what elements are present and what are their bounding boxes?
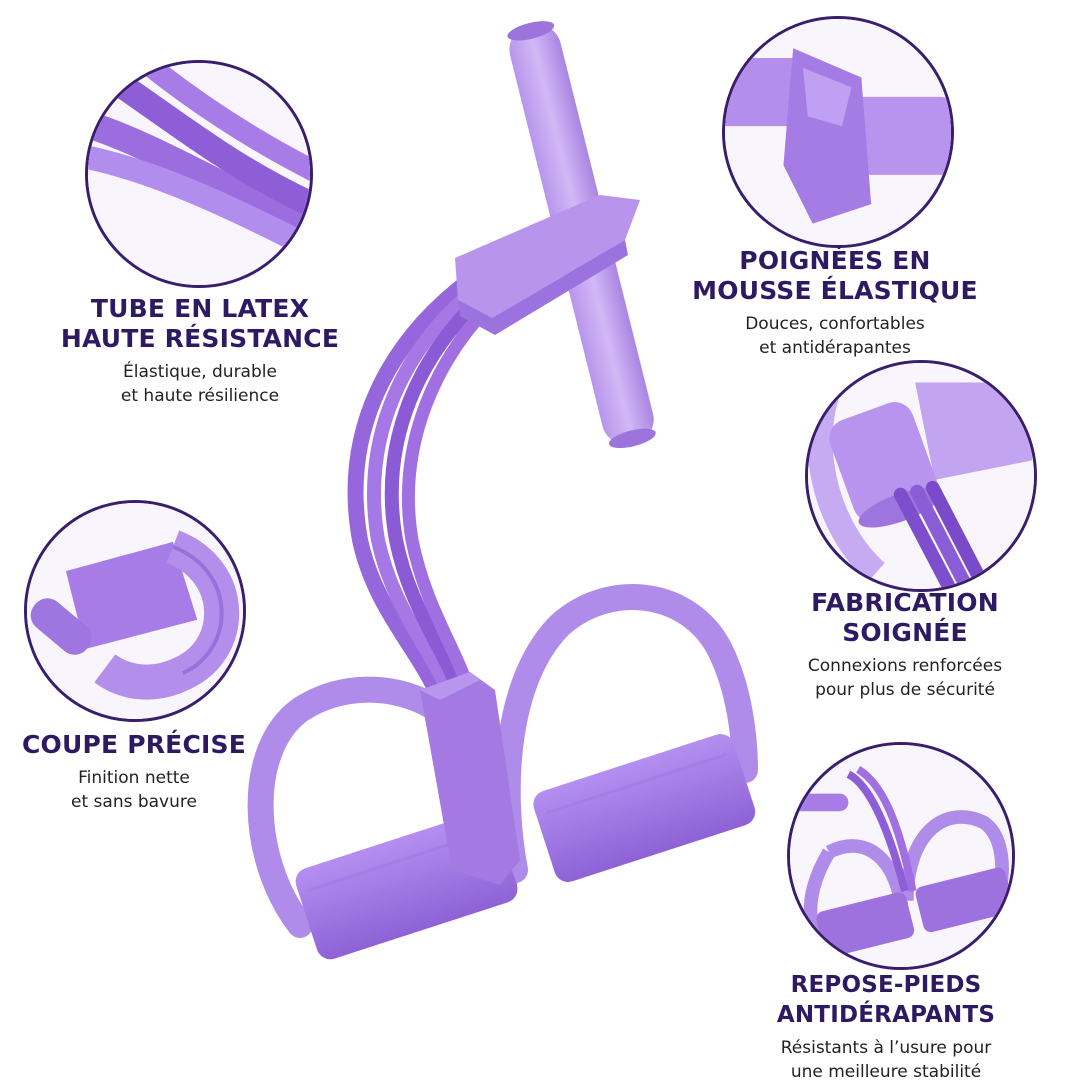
feature-handles-title: POIGNÉES EN MOUSSE ÉLASTIQUE bbox=[690, 246, 980, 306]
footrest-closeup-circle bbox=[787, 742, 1015, 970]
feature-tube-desc: Élastique, durable et haute résilience bbox=[40, 360, 360, 408]
handle-closeup-circle bbox=[722, 16, 954, 248]
feature-tube-desc-line2: et haute résilience bbox=[120, 386, 280, 406]
feature-fabrication-desc-line2: pour plus de sécurité bbox=[815, 680, 995, 700]
feature-handles-desc-line2: et antidérapantes bbox=[759, 338, 911, 358]
feature-footrest-title-line1: REPOSE-PIEDS ANTIDÉRAPANTS bbox=[776, 972, 996, 1028]
feature-footrest-desc-line2: une meilleure stabilité bbox=[790, 1062, 982, 1082]
feature-fabrication: FABRICATION SOIGNÉE Connexions renforcée… bbox=[770, 588, 1040, 702]
feature-handles-desc-line1: Douces, confortables bbox=[745, 314, 925, 334]
feature-fabrication-title-line1: FABRICATION bbox=[811, 588, 999, 617]
feature-footrest: REPOSE-PIEDS ANTIDÉRAPANTS Résistants à … bbox=[694, 970, 1078, 1084]
feature-fabrication-title-line2: SOIGNÉE bbox=[842, 618, 968, 647]
feature-tube-title-line1: TUBE EN LATEX bbox=[90, 294, 310, 323]
feature-fabrication-title: FABRICATION SOIGNÉE bbox=[770, 588, 1040, 648]
feature-tube-title: TUBE EN LATEX HAUTE RÉSISTANCE bbox=[40, 294, 360, 354]
cut-closeup-circle bbox=[24, 500, 246, 722]
feature-handles: POIGNÉES EN MOUSSE ÉLASTIQUE Douces, con… bbox=[690, 246, 980, 360]
feature-cut-title: COUPE PRÉCISE bbox=[14, 730, 254, 760]
feature-cut-desc-line1: Finition nette bbox=[78, 768, 190, 788]
connection-closeup-circle bbox=[805, 360, 1037, 592]
feature-fabrication-desc: Connexions renforcées pour plus de sécur… bbox=[770, 654, 1040, 702]
feature-cut-desc-line2: et sans bavure bbox=[71, 792, 197, 812]
feature-footrest-title: REPOSE-PIEDS ANTIDÉRAPANTS bbox=[694, 970, 1078, 1030]
feature-handles-title-line1: POIGNÉES EN bbox=[739, 246, 931, 275]
feature-tube: TUBE EN LATEX HAUTE RÉSISTANCE Élastique… bbox=[40, 294, 360, 408]
feature-handles-title-line2: MOUSSE ÉLASTIQUE bbox=[692, 276, 978, 305]
feature-handles-desc: Douces, confortables et antidérapantes bbox=[690, 312, 980, 360]
feature-fabrication-desc-line1: Connexions renforcées bbox=[807, 656, 1003, 676]
tube-closeup-circle bbox=[85, 60, 313, 288]
feature-cut-title-line1: COUPE PRÉCISE bbox=[22, 730, 246, 759]
feature-tube-desc-line1: Élastique, durable bbox=[123, 362, 277, 382]
feature-footrest-desc: Résistants à l’usure pour une meilleure … bbox=[694, 1036, 1078, 1084]
feature-footrest-desc-line1: Résistants à l’usure pour bbox=[780, 1038, 992, 1058]
feature-tube-title-line2: HAUTE RÉSISTANCE bbox=[60, 324, 340, 353]
feature-cut: COUPE PRÉCISE Finition nette et sans bav… bbox=[14, 730, 254, 814]
feature-cut-desc: Finition nette et sans bavure bbox=[14, 766, 254, 814]
